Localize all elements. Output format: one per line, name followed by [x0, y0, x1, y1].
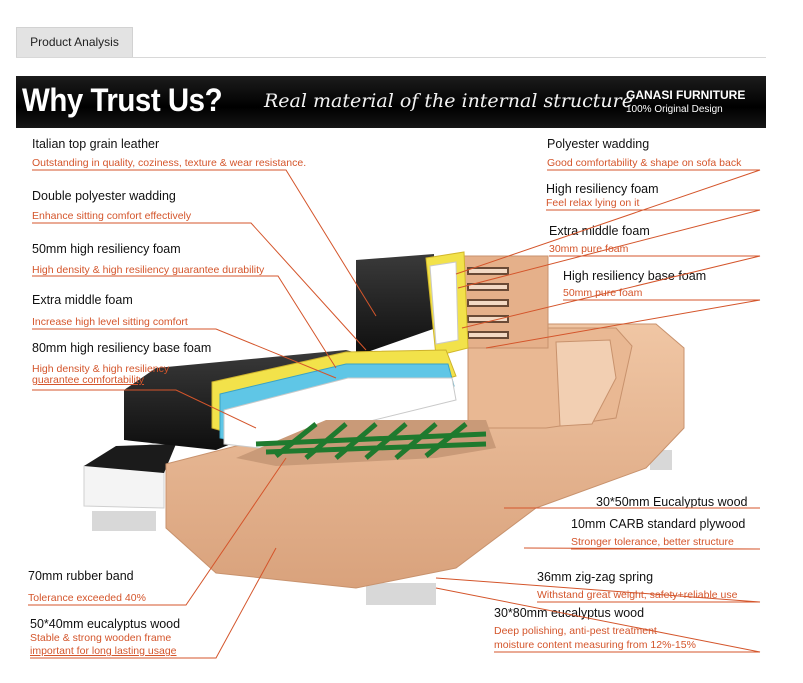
label-leather-desc: Outstanding in quality, coziness, textur… — [32, 157, 307, 169]
label-leather-title: Italian top grain leather — [32, 137, 160, 151]
label-rubber-band-title: 70mm rubber band — [28, 569, 134, 583]
label-double-wadding-desc: Enhance sitting comfort effectively — [32, 210, 192, 222]
foot-left — [92, 511, 156, 531]
back-foam-white — [429, 261, 459, 345]
label-rubber-band-desc: Tolerance exceeded 40% — [28, 592, 146, 604]
label-eucalyptus-30-80-desc-2: moisture content measuring from 12%-15% — [494, 639, 696, 651]
brand-tagline: 100% Original Design — [626, 104, 723, 115]
label-base-foam-80-desc-2: guarantee comfortability — [32, 374, 145, 386]
label-zigzag-title: 36mm zig-zag spring — [537, 570, 654, 584]
label-double-wadding-title: Double polyester wadding — [32, 189, 176, 203]
label-polyester-wadding-desc: Good comfortability & shape on sofa back — [547, 157, 742, 169]
label-eucalyptus-50-40-title: 50*40mm eucalyptus wood — [30, 617, 181, 631]
banner-subtitle: Real material of the internal structure — [264, 90, 633, 112]
tab-divider — [16, 57, 766, 58]
label-hr-base-foam-title: High resiliency base foam — [563, 269, 707, 283]
seat-foam-white — [223, 377, 457, 449]
label-eucalyptus-30-80-title: 30*80mm eucalyptus wood — [494, 606, 645, 620]
label-extra-middle-left-desc: Increase high level sitting comfort — [32, 316, 188, 328]
label-eucalyptus-30-50-title: 30*50mm Eucalyptus wood — [596, 495, 748, 509]
label-foam-50-title: 50mm high resiliency foam — [32, 242, 181, 256]
label-plywood-title: 10mm CARB standard plywood — [571, 517, 746, 531]
tab-product-analysis[interactable]: Product Analysis — [16, 27, 133, 57]
brand-name: GANASI FURNITURE — [626, 88, 746, 102]
label-hr-foam-title: High resiliency foam — [546, 182, 659, 196]
leather-back — [356, 254, 436, 356]
label-polyester-wadding-title: Polyester wadding — [547, 137, 650, 151]
label-hr-base-foam-desc: 50mm pure foam — [563, 287, 643, 299]
label-eucalyptus-50-40-desc-2: important for long lasting usage — [30, 645, 177, 657]
label-extra-middle-right-title: Extra middle foam — [549, 224, 650, 238]
label-eucalyptus-50-40-desc-1: Stable & strong wooden frame — [30, 632, 172, 644]
label-plywood-desc: Stronger tolerance, better structure — [571, 536, 734, 548]
label-eucalyptus-30-80-desc-1: Deep polishing, anti-pest treatment — [494, 625, 657, 637]
label-extra-middle-left-title: Extra middle foam — [32, 293, 133, 307]
label-zigzag-desc: Withstand great weight, safety+reliable … — [537, 589, 738, 601]
sofa-structure-diagram: Italian top grain leather Outstanding in… — [16, 128, 766, 680]
zigzag-webbing — [255, 422, 487, 460]
foot-center — [366, 583, 436, 605]
tab-bar: Product Analysis — [0, 0, 803, 58]
banner: Why Trust Us? Real material of the inter… — [16, 76, 766, 128]
label-base-foam-80-title: 80mm high resiliency base foam — [32, 341, 212, 355]
label-foam-50-desc: High density & high resiliency guarantee… — [32, 264, 265, 276]
banner-title: Why Trust Us? — [22, 82, 223, 118]
label-extra-middle-right-desc: 30mm pure foam — [549, 243, 629, 255]
label-hr-foam-desc: Feel relax lying on it — [546, 197, 640, 209]
